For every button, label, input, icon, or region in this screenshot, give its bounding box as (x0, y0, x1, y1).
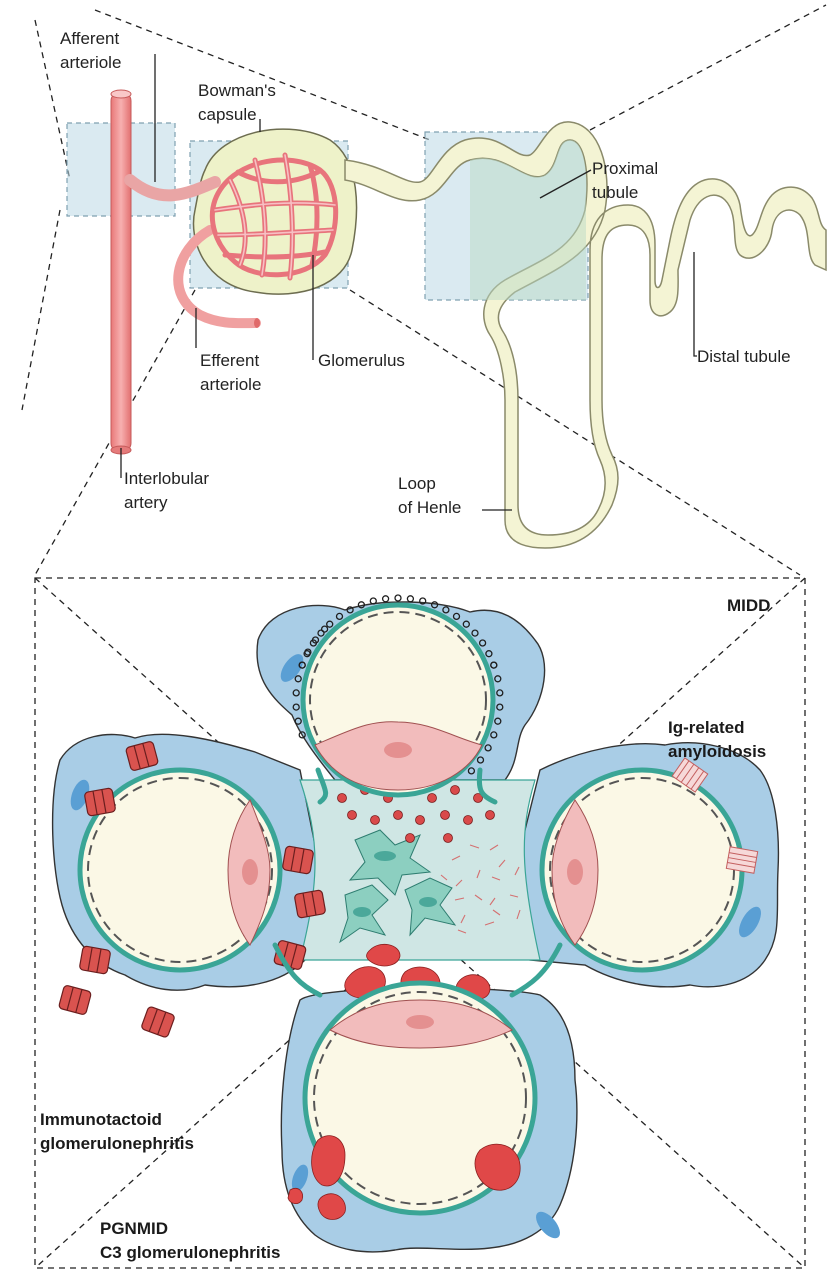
leader-distal (694, 252, 697, 356)
label-interlobular-artery: Interlobular artery (124, 469, 214, 512)
mesangial-nucleus (353, 907, 371, 917)
perspective-line (22, 210, 60, 410)
label-afferent-arteriole: Afferent arteriole (60, 29, 124, 72)
label-ig-amyloidosis: Ig-related amyloidosis (668, 718, 766, 761)
glomerulus-detail-panel: MIDD Ig-related amyloidosis Immunotactoi… (35, 578, 805, 1268)
nephron-panel: Afferent arteriole Bowman's capsule Prox… (22, 5, 826, 575)
label-distal-tubule: Distal tubule (697, 347, 791, 366)
label-immunotactoid: Immunotactoid glomerulonephritis (40, 1110, 194, 1153)
capillary-loop-top (303, 605, 493, 795)
midd-deposit-dot (395, 595, 401, 601)
perspective-line (95, 10, 430, 140)
interlobular-artery-shape (111, 92, 131, 452)
label-midd: MIDD (727, 596, 770, 615)
mesangial-nucleus (374, 851, 396, 861)
label-loop-of-henle: Loop of Henle (398, 474, 461, 517)
label-pgnmid: PGNMID C3 glomerulonephritis (100, 1219, 280, 1262)
mesangial-nucleus (419, 897, 437, 907)
midd-deposit-dot (407, 596, 413, 602)
midd-deposit-dot (383, 596, 389, 602)
label-glomerulus: Glomerulus (318, 351, 405, 370)
perspective-line (590, 5, 826, 130)
capillary-loop-right (542, 770, 742, 970)
artery-opening (111, 90, 131, 98)
label-efferent-arteriole: Efferent arteriole (200, 351, 264, 394)
label-bowmans-capsule: Bowman's capsule (198, 81, 281, 124)
efferent-end (254, 318, 260, 328)
